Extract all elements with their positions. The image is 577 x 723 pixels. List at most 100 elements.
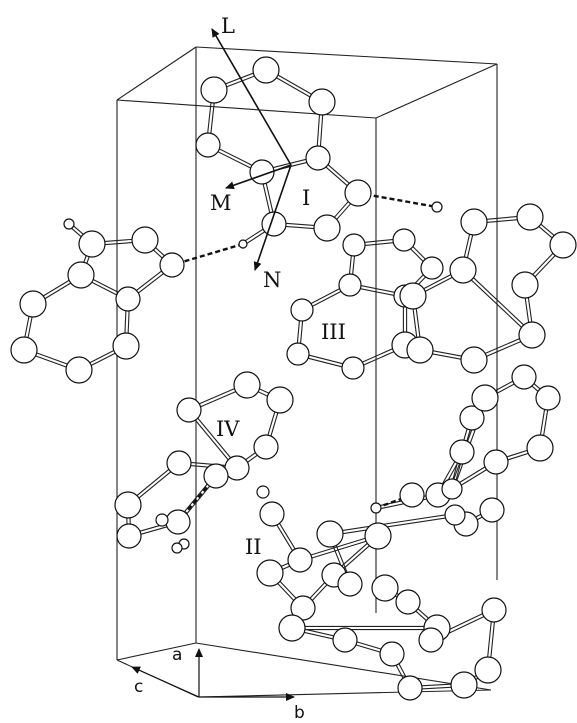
atom [253,434,279,460]
atom [474,656,502,684]
atom [459,405,485,431]
bond-line [330,516,456,537]
atom [449,439,475,465]
atom [159,252,185,278]
atom [395,589,421,615]
atom [341,356,365,380]
atom [286,342,310,366]
atom [116,523,142,549]
atom [19,290,47,318]
axis-N-arrow [253,164,292,271]
atom [233,371,261,399]
atom [526,434,554,462]
atom [78,230,106,258]
hydrogen-bond [171,242,244,267]
bond-network [21,67,565,691]
molecule-label-II: II [245,535,262,559]
atom [444,504,466,526]
atom [114,491,142,519]
atom [460,346,488,374]
hydrogen-atom [171,542,183,554]
molecular-axes [211,28,292,271]
atom [342,233,366,257]
atom [65,356,93,384]
atom [266,386,294,414]
atom [308,88,336,116]
unit-cell-box [116,46,498,698]
hydrogen-atom [63,218,75,230]
atom [287,547,313,573]
atom [471,384,499,412]
atom [165,509,191,535]
atom [518,321,546,349]
atom [392,228,416,252]
atom [460,208,488,236]
axis-M-arrow [225,164,292,190]
atom [479,497,505,523]
cell-axis-a-label: a [172,645,182,665]
atom [305,145,331,171]
atom [399,282,427,310]
atom [290,595,316,621]
atom [200,76,228,104]
atom [511,271,539,299]
atom [549,231,577,259]
hydrogen-atom [256,485,270,499]
atom [418,627,444,653]
atom [224,455,250,481]
bond-line [461,270,532,337]
atom [371,574,399,602]
molecule-label-I: I [302,186,310,210]
atom [252,56,280,84]
bond-line [189,408,239,468]
axis-N-label: N [263,268,281,292]
axis-L-label: L [221,14,235,38]
atom [406,336,434,364]
atom [397,675,423,701]
atom [535,385,561,411]
atom [516,203,544,231]
atom [364,522,392,550]
atom [203,463,229,489]
atom-network [10,56,577,701]
atom [112,332,140,360]
atom [450,671,478,699]
atom [441,478,463,500]
atom [483,449,509,475]
hydrogen-atom [431,201,443,213]
cell-axis-b-label: b [294,703,305,723]
hydrogen-bond [357,191,438,209]
atom [481,597,507,623]
hydrogen-bond [375,493,413,510]
bond-line [299,533,378,559]
cell-axis-c-arrow [131,666,200,698]
atom [290,298,314,322]
cell-axis-arrows [131,648,295,701]
atom [10,336,38,364]
molecule-label-III: III [321,320,346,344]
bond-line [187,410,237,470]
atom [115,286,141,312]
hydrogen-atom [370,502,382,514]
bond-line [329,512,455,533]
atom [67,261,95,289]
hydrogen-atom [238,239,248,249]
molecule-label-IV: IV [216,417,240,441]
atom [313,214,341,242]
atom [332,627,358,653]
bond-line [463,268,534,335]
atom [337,571,363,597]
atom [195,132,221,158]
atom [399,482,425,508]
bond-line [300,537,379,563]
atom [278,614,306,642]
cell-axis-c-label: c [134,677,143,697]
atom [131,226,159,254]
axis-M-label: M [210,191,232,215]
atom [344,179,372,207]
atom [256,559,284,587]
atom [511,364,537,390]
hydrogen-atom [155,513,169,527]
atom [166,450,192,476]
